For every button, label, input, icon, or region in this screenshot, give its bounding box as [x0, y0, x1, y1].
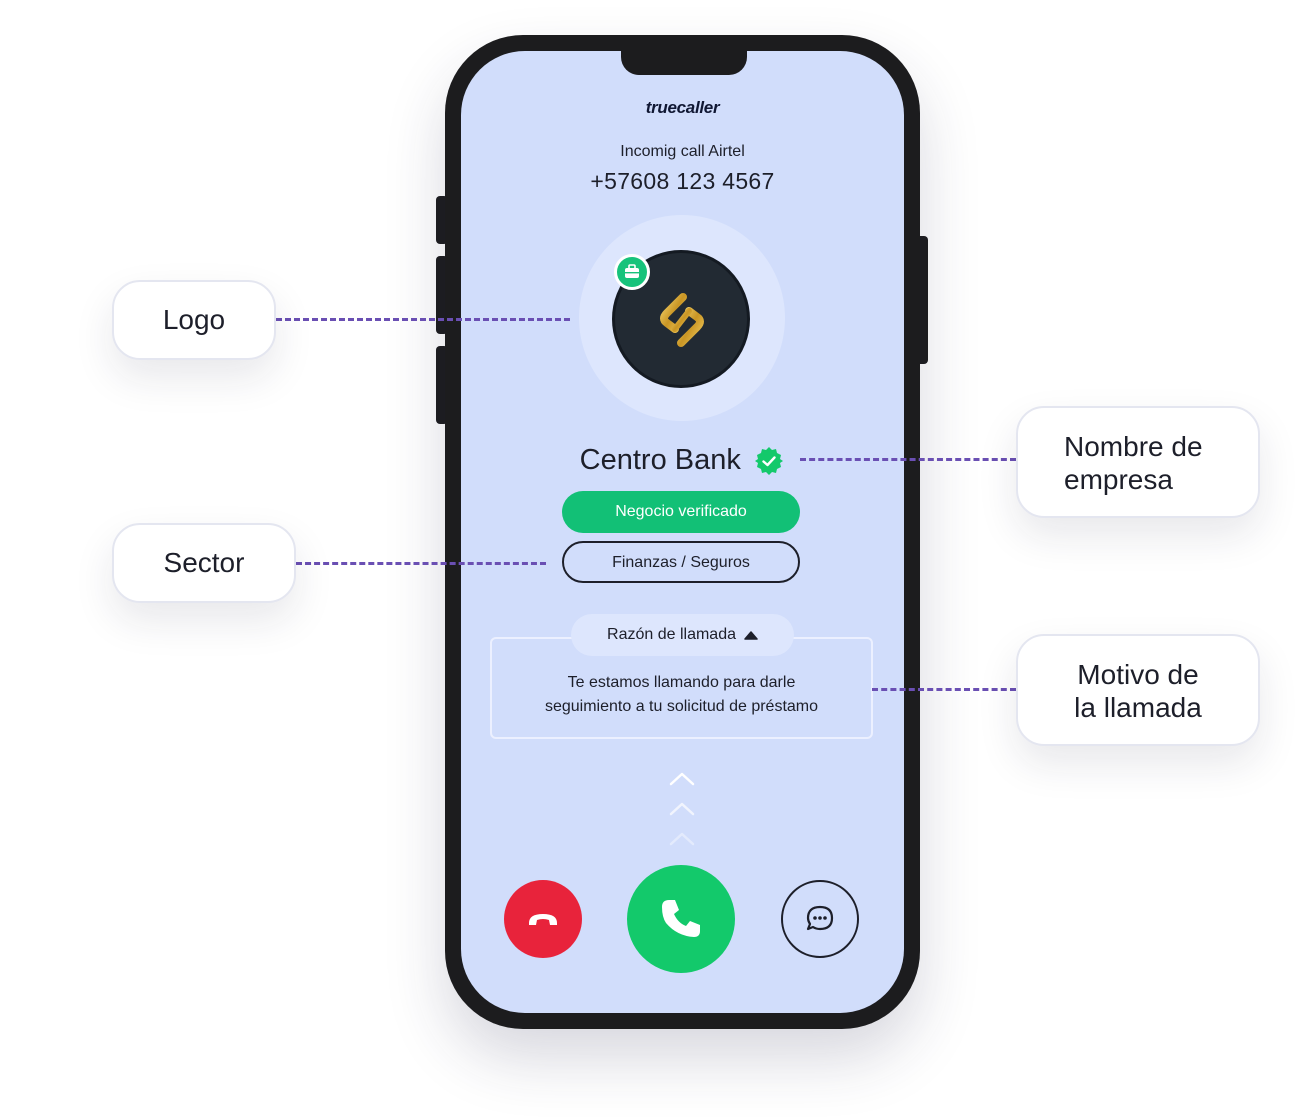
business-badge-icon — [614, 254, 650, 290]
callout-logo: Logo — [112, 280, 276, 360]
caller-label: Incomig call Airtel — [620, 143, 745, 160]
verified-business-pill: Negocio verificado — [562, 491, 800, 533]
company-name: Centro Bank — [579, 444, 741, 476]
company-header: Centro Bank — [461, 444, 904, 477]
verified-check-icon — [755, 446, 784, 475]
call-reason-connector — [872, 688, 1016, 691]
call-reason-text-line: Te estamos llamando para darle — [567, 674, 796, 691]
sector-pill: Finanzas / Seguros — [562, 541, 800, 583]
callout-call-reason: Motivo de la llamada — [1016, 634, 1260, 746]
logo-connector — [276, 318, 570, 321]
caret-up-icon — [744, 631, 758, 640]
call-reason-label: Razón de llamada — [607, 626, 736, 643]
decline-call-icon — [529, 914, 557, 925]
company-name-connector — [800, 458, 1016, 461]
caller-number: +57608 123 4567 — [590, 168, 775, 194]
accept-call-icon — [662, 900, 700, 937]
app-logo-text: truecaller — [645, 98, 720, 117]
phone-notch — [621, 45, 747, 75]
callout-line: la llamada — [1074, 692, 1202, 723]
callout-sector: Sector — [112, 523, 296, 603]
swipe-up-chevron-icon[interactable] — [668, 831, 696, 847]
call-reason-text-line: seguimiento a tu solicitud de préstamo — [544, 698, 819, 715]
swipe-up-chevron-icon[interactable] — [668, 801, 696, 817]
call-reason-tab[interactable]: Razón de llamada — [571, 614, 794, 656]
incoming-call-screen: truecaller Incomig call Airtel +57608 12… — [461, 51, 904, 1013]
gold-link-logo-icon — [660, 293, 704, 347]
decline-call-button[interactable] — [504, 880, 582, 958]
callout-company-name: Nombre de empresa — [1016, 406, 1260, 518]
sector-connector — [296, 562, 546, 565]
message-reply-button[interactable] — [781, 880, 859, 958]
callout-line: Nombre de — [1064, 431, 1203, 462]
callout-line: empresa — [1064, 464, 1173, 495]
call-reason-text: Te estamos llamando para darle seguimien… — [490, 671, 873, 719]
accept-call-button[interactable] — [627, 865, 735, 973]
callout-line: Motivo de — [1077, 659, 1199, 690]
message-icon — [806, 905, 834, 931]
swipe-up-chevron-icon[interactable] — [668, 771, 696, 787]
